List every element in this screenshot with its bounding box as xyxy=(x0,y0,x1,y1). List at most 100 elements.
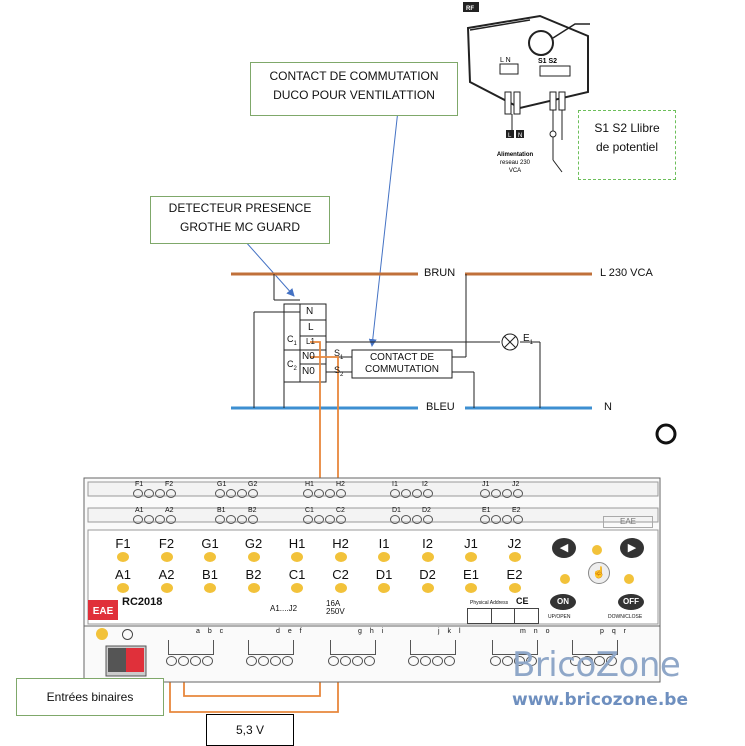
bottom-group-label: d e f xyxy=(276,628,305,635)
s1s2-callout: S1 S2 Llibre de potentiel xyxy=(578,110,676,180)
bottom-screw-icon xyxy=(594,656,605,666)
screw-icon xyxy=(144,489,154,498)
channel-button-g2[interactable] xyxy=(247,552,260,562)
screw-icon xyxy=(325,489,335,498)
duco-module xyxy=(463,2,590,173)
bottom-screw-icon xyxy=(444,656,455,666)
bottom-group-label: m n o xyxy=(520,628,553,635)
s2-label: S2 xyxy=(334,365,343,378)
screw-icon xyxy=(215,489,225,498)
screw-icon xyxy=(314,489,324,498)
channel-button-b1[interactable] xyxy=(204,583,216,593)
channel-button-j1[interactable] xyxy=(465,552,477,562)
bottom-screw-icon xyxy=(270,656,281,666)
device-model: RC2018 xyxy=(122,596,163,608)
ring-marker xyxy=(655,423,677,445)
channel-button-i2[interactable] xyxy=(421,552,434,562)
channel-button-a1[interactable] xyxy=(117,583,129,593)
channel-button-c2[interactable] xyxy=(334,583,347,593)
screw-icon xyxy=(513,489,523,498)
bottom-screw-icon xyxy=(246,656,257,666)
channel-label-g1: G1 xyxy=(201,536,219,551)
terminal-label-a2: A2 xyxy=(165,507,174,514)
bottom-led-yellow xyxy=(96,628,108,640)
down-close-label: DOWN/CLOSE xyxy=(608,614,643,620)
bottom-bracket xyxy=(572,640,618,655)
bottom-bracket xyxy=(330,640,376,655)
detector-callout-line2: GROTHE MC GUARD xyxy=(180,220,300,234)
arrow-left-button[interactable]: ◀ xyxy=(552,538,576,558)
screw-icon xyxy=(248,515,258,524)
terminal-label-b2: B2 xyxy=(248,507,257,514)
channel-label-g2: G2 xyxy=(244,536,263,551)
l-230-label: L 230 VCA xyxy=(600,267,653,279)
hand-icon[interactable]: ☝ xyxy=(588,562,610,584)
screw-icon xyxy=(325,515,335,524)
on-button[interactable]: ON xyxy=(550,594,576,610)
bottom-screw-icon xyxy=(502,656,513,666)
bottom-screw-icon xyxy=(258,656,269,666)
screw-icon xyxy=(144,515,154,524)
binary-inputs-label: Entrées binaires xyxy=(46,690,134,704)
channel-button-c1[interactable] xyxy=(291,583,303,593)
channel-button-d2[interactable] xyxy=(421,583,434,593)
screw-icon xyxy=(502,515,512,524)
screw-icon xyxy=(133,515,143,524)
channel-button-f1[interactable] xyxy=(117,552,129,562)
detector-callout-line1: DETECTEUR PRESENCE xyxy=(168,201,312,215)
channel-label-i1: I1 xyxy=(378,536,390,551)
eae-small-logo: EAE xyxy=(603,516,653,528)
lamp-label-text: E xyxy=(523,333,530,344)
c2-text: C xyxy=(287,359,294,369)
bottom-bracket xyxy=(492,640,538,655)
channel-label-j1: J1 xyxy=(464,536,478,551)
channel-label-f2: F2 xyxy=(158,536,175,551)
screw-icon xyxy=(390,489,400,498)
schematic-contact-line2: COMMUTATION xyxy=(364,364,440,375)
bottom-screw-icon xyxy=(166,656,177,666)
screw-icon xyxy=(412,515,422,524)
c1-sub: 1 xyxy=(293,340,297,347)
channel-label-d2: D2 xyxy=(419,567,436,582)
screw-icon xyxy=(237,515,247,524)
up-open-label: UP/OPEN xyxy=(548,614,571,620)
l-terminal-label: L xyxy=(508,133,512,139)
detector-wiring xyxy=(253,274,541,408)
channel-button-a2[interactable] xyxy=(160,583,173,593)
bleu-label: BLEU xyxy=(426,401,455,413)
bottom-screw-icon xyxy=(582,656,593,666)
s2-text: S xyxy=(334,365,341,375)
status-led-right xyxy=(624,574,634,584)
channel-label-a2: A2 xyxy=(158,567,175,582)
channel-button-b2[interactable] xyxy=(247,583,260,593)
channel-button-e1[interactable] xyxy=(465,583,477,593)
bottom-bracket xyxy=(248,640,294,655)
terminal-label-i1: I1 xyxy=(392,481,398,488)
ce-mark: CE xyxy=(516,596,529,606)
channel-button-j2[interactable] xyxy=(508,552,521,562)
screw-icon xyxy=(226,515,236,524)
screw-icon xyxy=(390,515,400,524)
channel-label-e2: E2 xyxy=(506,567,523,582)
channel-button-i1[interactable] xyxy=(378,552,390,562)
voltage-label: 5,3 V xyxy=(235,723,265,737)
bricozone-watermark: BricoZone xyxy=(512,645,681,685)
terminal-label-f2: F2 xyxy=(165,481,174,488)
channel-button-h1[interactable] xyxy=(291,552,303,562)
arrow-right-button[interactable]: ▶ xyxy=(620,538,644,558)
bottom-group-label: j k l xyxy=(438,628,464,635)
s1s2-callout-line1: S1 S2 Llibre xyxy=(594,121,660,135)
screw-icon xyxy=(166,489,176,498)
screw-icon xyxy=(502,489,512,498)
off-button[interactable]: OFF xyxy=(618,594,644,610)
detector-callout: DETECTEUR PRESENCE GROTHE MC GUARD xyxy=(150,196,330,244)
channel-button-f2[interactable] xyxy=(160,552,173,562)
channel-button-h2[interactable] xyxy=(334,552,347,562)
channel-button-g1[interactable] xyxy=(204,552,216,562)
channel-button-e2[interactable] xyxy=(508,583,521,593)
brun-label: BRUN xyxy=(424,267,456,279)
bottom-screw-icon xyxy=(432,656,443,666)
channel-button-d1[interactable] xyxy=(378,583,390,593)
screw-icon xyxy=(336,489,346,498)
